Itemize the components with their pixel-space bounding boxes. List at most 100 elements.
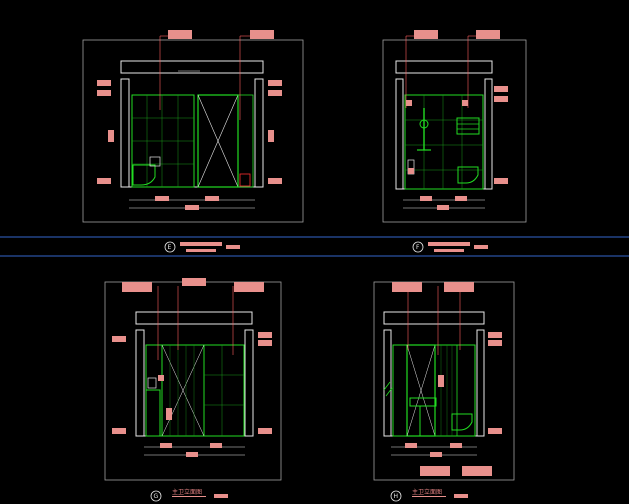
material-tag: [258, 428, 272, 434]
material-tag: [258, 340, 272, 346]
right-wall: [476, 329, 485, 437]
fixture-box: [147, 377, 157, 389]
material-tag: [488, 332, 502, 338]
material-tag: [406, 100, 412, 106]
tile-wall-panel: [392, 344, 476, 437]
material-tag: [462, 100, 468, 106]
ceiling-slab: [120, 60, 264, 74]
dimension-tag: [160, 443, 172, 448]
material-tag: [158, 375, 164, 381]
glass-cross: [406, 344, 436, 437]
elevation-view-h: H 主卫立面图: [373, 281, 515, 502]
side-panel: [237, 94, 254, 188]
material-tag: [97, 90, 111, 96]
ceiling-slab: [135, 311, 253, 325]
material-tag: [488, 428, 502, 434]
material-tag: [122, 282, 152, 292]
material-tag: [408, 168, 414, 174]
toilet-fixture: [132, 164, 156, 186]
elevation-view-e: E: [82, 30, 304, 253]
elevation-view-f: F: [382, 30, 527, 253]
material-tag: [97, 178, 111, 184]
dimension-tag: [437, 205, 449, 210]
material-tag: [268, 90, 282, 96]
left-wall: [120, 78, 130, 188]
ceiling-slab: [395, 60, 493, 74]
tile-wall-panel: [145, 344, 245, 437]
material-tag: [476, 30, 500, 39]
sheet-frame: [82, 39, 304, 223]
material-tag: [414, 30, 438, 39]
right-wall: [484, 78, 493, 190]
sheet-frame: [382, 39, 527, 223]
material-tag: [494, 178, 508, 184]
material-tag: [182, 278, 206, 286]
dimension-tag: [430, 452, 442, 457]
toilet-fixture: [457, 166, 479, 184]
view-title-bubble: [150, 490, 162, 502]
view-caption-underline: [172, 496, 206, 497]
dimension-tag: [455, 196, 467, 201]
material-tag: [258, 332, 272, 338]
material-tag: [494, 86, 508, 92]
towel-rack: [456, 117, 480, 135]
view-scale-text: [186, 249, 216, 252]
ceiling-slab: [383, 311, 485, 325]
view-letter-e: E: [168, 244, 172, 251]
sink-counter: [409, 397, 437, 407]
dimension-tag: [420, 196, 432, 201]
material-tag: [166, 408, 172, 420]
view-title-text: [428, 242, 470, 246]
view-letter-g: G: [154, 493, 159, 500]
view-title-text: [180, 242, 222, 246]
view-caption-g: 主卫立面图: [172, 488, 202, 496]
view-title-bubble: [390, 490, 402, 502]
material-tag: [444, 282, 474, 292]
view-caption-underline: [412, 496, 446, 497]
dimension-tag: [450, 443, 462, 448]
material-tag: [97, 80, 111, 86]
material-tag: [268, 130, 274, 142]
material-tag: [168, 30, 192, 39]
view-title-bubble: [164, 241, 176, 253]
glass-cross: [161, 344, 205, 437]
material-tag: [108, 130, 114, 142]
view-letter-f: F: [416, 244, 420, 251]
material-tag: [438, 375, 444, 387]
right-wall: [254, 78, 264, 188]
shower-head: [419, 119, 429, 129]
left-wall: [383, 329, 392, 437]
material-tag: [488, 340, 502, 346]
left-wall: [395, 78, 404, 190]
hatched-panel: [434, 344, 458, 437]
material-tag: [234, 282, 264, 292]
view-scale-tag: [454, 494, 468, 498]
view-scale-tag: [214, 494, 228, 498]
left-wall: [135, 329, 145, 437]
view-title-bubble: [412, 241, 424, 253]
drain-box: [239, 173, 251, 187]
view-scale-tag: [226, 245, 240, 249]
view-scale-tag: [474, 245, 488, 249]
dimension-tag: [210, 443, 222, 448]
view-letter-h: H: [394, 493, 399, 500]
material-tag: [268, 178, 282, 184]
dimension-tag: [155, 196, 169, 201]
dimension-tag: [205, 196, 219, 201]
toilet-fixture: [451, 413, 473, 431]
right-wall: [244, 329, 254, 437]
material-tag: [112, 428, 126, 434]
dimension-tag: [186, 452, 198, 457]
material-tag: [420, 466, 450, 476]
material-tag: [392, 282, 422, 292]
dimension-tag: [185, 205, 199, 210]
material-tag: [494, 96, 508, 102]
material-tag: [462, 466, 492, 476]
view-caption-h: 主卫立面图: [412, 488, 442, 496]
material-tag: [250, 30, 274, 39]
tile-wall-panel: [404, 94, 484, 190]
elevation-view-g: G 主卫立面图: [104, 278, 282, 502]
view-scale-text: [434, 249, 464, 252]
vanity-cabinet: [145, 389, 161, 437]
